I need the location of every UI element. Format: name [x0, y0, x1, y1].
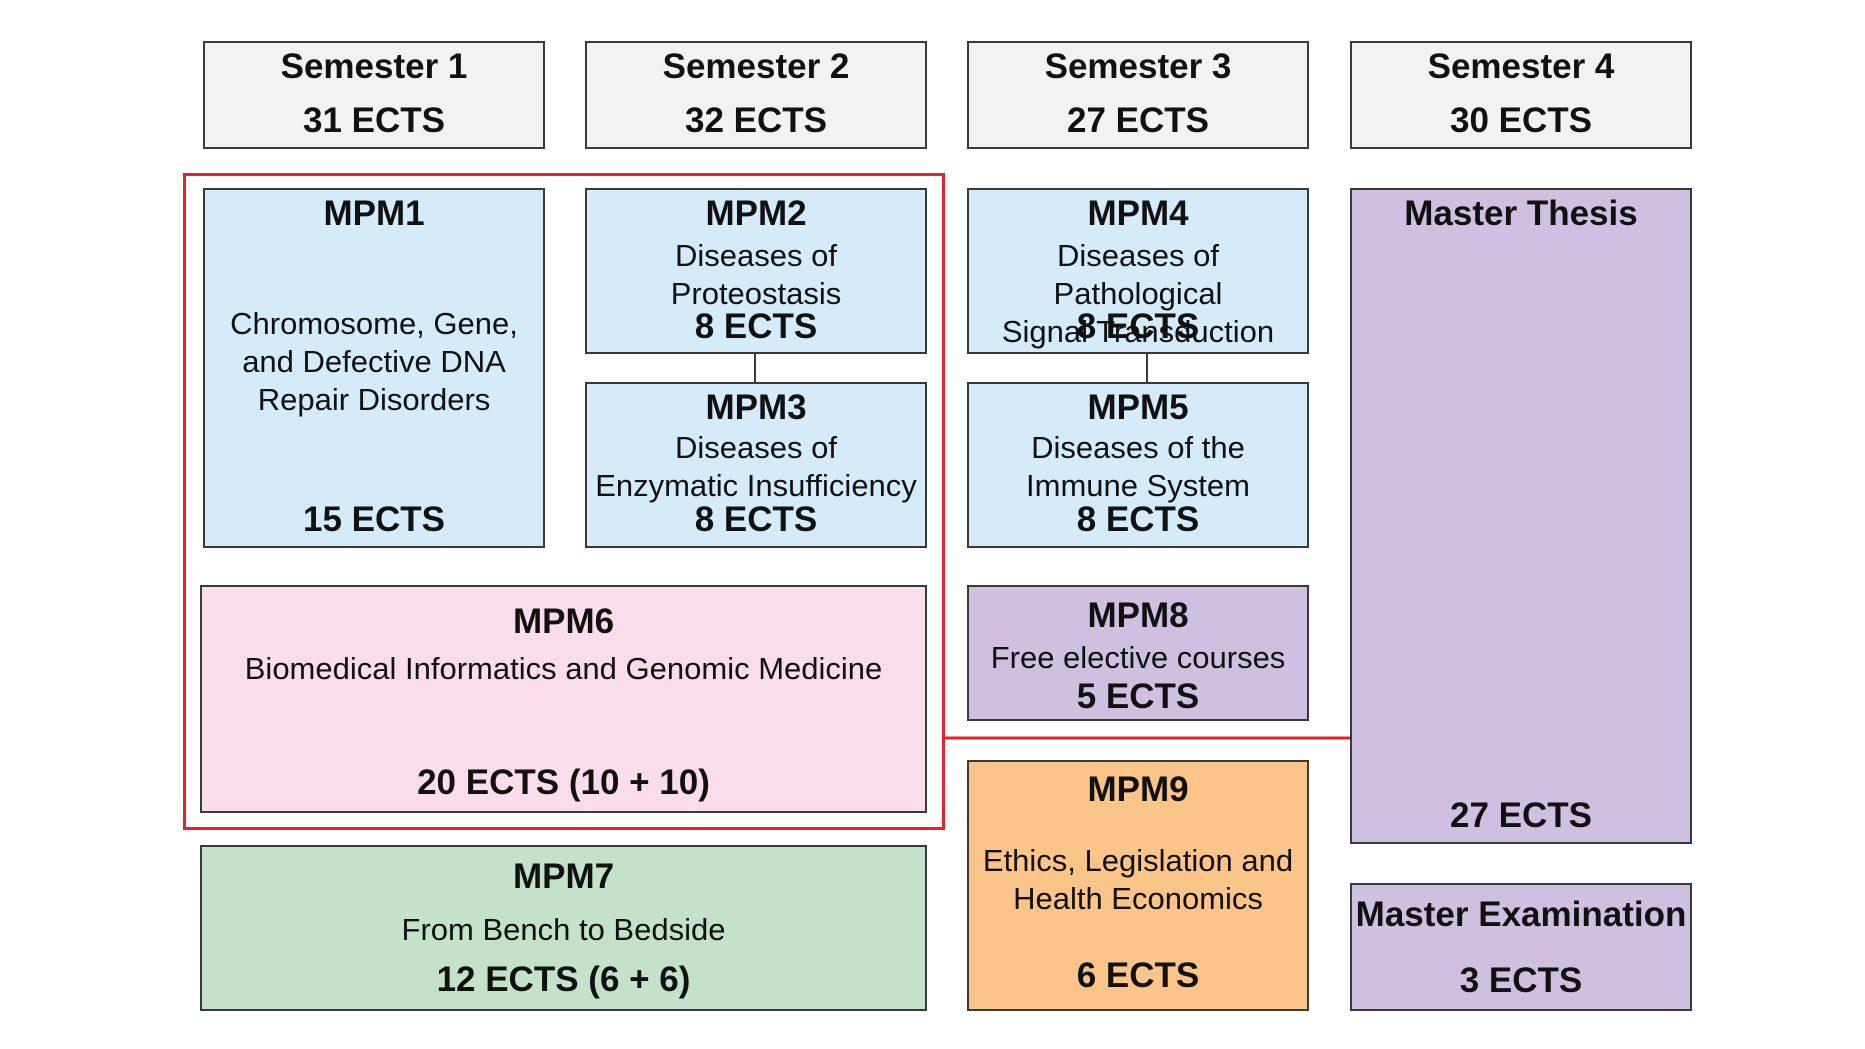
module-ects: 15 ECTS — [303, 500, 445, 539]
connector-mpm4-mpm5 — [1146, 354, 1148, 382]
module-name: Free elective courses — [990, 640, 1286, 675]
module-ects: 20 ECTS (10 + 10) — [417, 763, 710, 802]
module-ects: 5 ECTS — [1076, 677, 1200, 716]
semester-ects: 30 ECTS — [1450, 101, 1592, 140]
semester-title: Semester 3 — [1044, 47, 1232, 86]
module-title: Master Examination — [1355, 895, 1687, 934]
module-code: MPM4 — [1087, 194, 1189, 233]
module-mpm4: MPM4 Diseases of Pathological Signal Tra… — [967, 188, 1309, 354]
module-master-thesis: Master Thesis 27 ECTS — [1350, 188, 1692, 844]
module-ects: 12 ECTS (6 + 6) — [436, 960, 691, 999]
module-code: MPM9 — [1087, 770, 1189, 809]
module-code: MPM7 — [512, 857, 615, 896]
module-title: Master Thesis — [1404, 194, 1638, 233]
module-name: Diseases of Pathological Signal Transduc… — [1001, 238, 1275, 349]
module-code: MPM5 — [1087, 388, 1189, 427]
module-ects: 6 ECTS — [1076, 956, 1200, 995]
semester-ects: 32 ECTS — [685, 101, 827, 140]
module-code: MPM1 — [323, 194, 425, 233]
module-name: Diseases of the Immune System — [1026, 430, 1250, 503]
module-ects: 27 ECTS — [1450, 796, 1592, 835]
semester-ects: 31 ECTS — [303, 101, 445, 140]
connector-mpm2-mpm3 — [754, 354, 756, 382]
module-mpm8: MPM8 Free elective courses 5 ECTS — [967, 585, 1309, 721]
semester-4-header: Semester 4 30 ECTS — [1350, 41, 1692, 149]
module-name: Chromosome, Gene, and Defective DNA Repa… — [230, 306, 518, 417]
semester-1-header: Semester 1 31 ECTS — [203, 41, 545, 149]
module-name: Ethics, Legislation and Health Economics — [982, 843, 1294, 916]
module-name: From Bench to Bedside — [401, 912, 726, 947]
semester-2-header: Semester 2 32 ECTS — [585, 41, 927, 149]
module-code: MPM8 — [1087, 596, 1189, 635]
semester-title: Semester 4 — [1427, 47, 1615, 86]
module-ects: 3 ECTS — [1459, 961, 1583, 1000]
module-mpm7: MPM7 From Bench to Bedside 12 ECTS (6 + … — [200, 845, 927, 1011]
module-master-examination: Master Examination 3 ECTS — [1350, 883, 1692, 1011]
semester-3-header: Semester 3 27 ECTS — [967, 41, 1309, 149]
module-ects: 8 ECTS — [694, 307, 818, 346]
module-name: Diseases of Enzymatic Insufficiency — [595, 430, 917, 503]
module-mpm1: MPM1 Chromosome, Gene, and Defective DNA… — [203, 188, 545, 548]
semester-ects: 27 ECTS — [1067, 101, 1209, 140]
module-mpm5: MPM5 Diseases of the Immune System 8 ECT… — [967, 382, 1309, 548]
semester-title: Semester 2 — [662, 47, 850, 86]
module-mpm9: MPM9 Ethics, Legislation and Health Econ… — [967, 760, 1309, 1011]
semester-title: Semester 1 — [280, 47, 468, 86]
module-name: Diseases of Proteostasis — [670, 238, 842, 311]
module-code: MPM3 — [705, 388, 807, 427]
module-code: MPM2 — [705, 194, 807, 233]
module-code: MPM6 — [512, 602, 615, 641]
module-ects: 8 ECTS — [694, 500, 818, 539]
module-ects: 8 ECTS — [1076, 500, 1200, 539]
highlight-frame — [183, 173, 945, 830]
module-mpm3: MPM3 Diseases of Enzymatic Insufficiency… — [585, 382, 927, 548]
module-mpm2: MPM2 Diseases of Proteostasis 8 ECTS — [585, 188, 927, 354]
module-mpm6: MPM6 Biomedical Informatics and Genomic … — [200, 585, 927, 813]
module-ects: 8 ECTS — [1076, 307, 1200, 346]
module-name: Biomedical Informatics and Genomic Medic… — [244, 651, 883, 686]
